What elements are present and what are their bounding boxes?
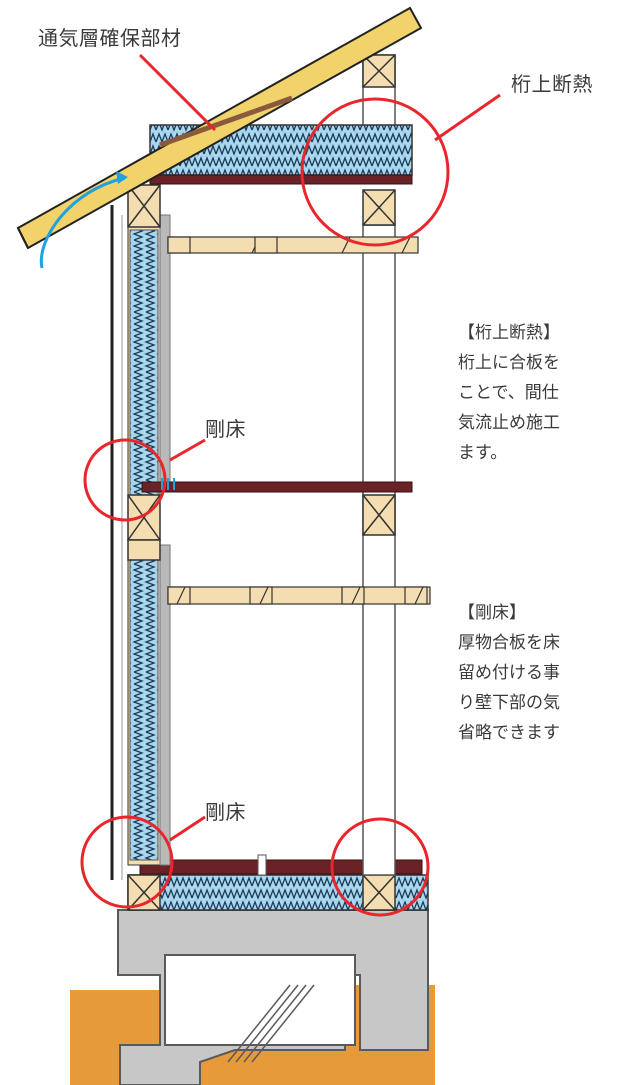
rigid-floor-board-low xyxy=(139,859,423,875)
label-rigid-floor-mid: 剛床 xyxy=(205,417,246,441)
note-line: 厚物合板を床 xyxy=(458,633,560,653)
callout-line-low xyxy=(169,815,206,842)
airflow-arrow xyxy=(39,176,126,269)
callout-line-top xyxy=(434,93,501,142)
note-top-insulation: 【桁上断熱】 桁上に合板を ことで、間仕 気流止め施工 ます。 xyxy=(458,318,560,468)
interior-column xyxy=(362,224,396,876)
label-rigid-floor-low: 剛床 xyxy=(205,800,246,824)
interior-board xyxy=(159,214,171,486)
label-top-insulation: 桁上断熱 xyxy=(511,72,593,96)
ceiling-joist-lower xyxy=(167,586,431,605)
callout-circle-low-right xyxy=(330,817,430,917)
note-line: ます。 xyxy=(458,443,508,463)
note-line: り壁下部の気 xyxy=(458,693,560,713)
callout-circle-low-left xyxy=(80,815,174,909)
note-line: 気流止め施工 xyxy=(458,413,560,433)
note-rigid-floor: 【剛床】 厚物合板を床 留め付ける事 り壁下部の気 省略できます xyxy=(458,598,560,748)
top-plywood xyxy=(149,174,413,185)
callout-line-mid xyxy=(169,438,206,462)
vent-member xyxy=(159,95,293,148)
note-line: 留め付ける事 xyxy=(458,663,560,683)
callout-circle-mid xyxy=(83,438,167,522)
foundation-void xyxy=(164,954,356,1046)
note-line: ことで、間仕 xyxy=(458,383,559,403)
rigid-floor-board-mid xyxy=(141,481,413,493)
note-line: 省略できます xyxy=(458,723,560,743)
label-vent-member: 通気層確保部材 xyxy=(38,26,182,50)
callout-circle-top xyxy=(300,97,450,247)
note-heading: 【桁上断熱】 xyxy=(458,323,560,343)
callout-line-vent xyxy=(138,53,217,132)
note-heading: 【剛床】 xyxy=(458,603,526,623)
note-line: 桁上に合板を xyxy=(458,353,560,373)
